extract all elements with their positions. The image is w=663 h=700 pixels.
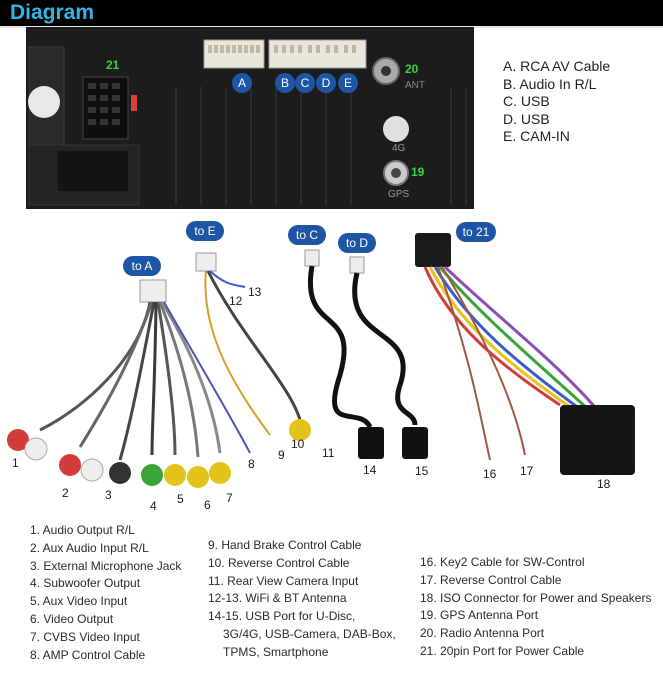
connector-legend-item: A. RCA AV Cable <box>503 58 611 74</box>
rca-plugs <box>7 429 231 488</box>
badge-connector-a: A <box>232 73 252 93</box>
legend-item: 18. ISO Connector for Power and Speakers <box>420 590 652 605</box>
ant-label: ANT <box>405 80 425 91</box>
legend-item: 10. Reverse Control Cable <box>208 555 350 570</box>
legend-item: 20. Radio Antenna Port <box>420 626 545 641</box>
cable-number-17: 17 <box>520 464 534 478</box>
cable-number-7: 7 <box>226 491 233 505</box>
legend-item: 12-13. WiFi & BT Antenna <box>208 591 347 606</box>
connector-legend-item: B. Audio In R/L <box>503 75 597 92</box>
badge-to-a: to A <box>123 256 161 276</box>
badge-connector-e: E <box>338 73 358 93</box>
head-unit-back-panel <box>26 27 474 209</box>
cable-number-9: 9 <box>278 448 285 462</box>
port-number-20: 20 <box>405 62 419 76</box>
legend-item: 17. Reverse Control Cable <box>420 572 562 587</box>
cable-number-13: 13 <box>248 285 262 299</box>
cable-number-6: 6 <box>204 498 211 512</box>
badge-to-21: to 21 <box>456 222 496 242</box>
legend-item: 9. Hand Brake Control Cable <box>208 538 362 552</box>
badge-to-c: to C <box>288 225 326 245</box>
legend-item: 5. Aux Video Input <box>30 594 128 609</box>
4g-label: 4G <box>392 143 406 154</box>
badge-connector-b: B <box>275 73 295 93</box>
legend-item: 19. GPS Antenna Port <box>420 608 539 623</box>
badge-to-d: to D <box>338 233 376 253</box>
legend-item: 6. Video Output <box>30 611 114 626</box>
cable-number-3: 3 <box>105 488 112 502</box>
cable-number-16: 16 <box>483 467 497 481</box>
badge-connector-c: C <box>295 73 315 93</box>
cable-number-8: 8 <box>248 457 255 471</box>
cable-number-2: 2 <box>62 486 69 500</box>
badge-connector-d: D <box>316 73 336 93</box>
connector-legend-item: C. USB <box>503 93 550 109</box>
legend-item: 21. 20pin Port for Power Cable <box>420 643 585 658</box>
legend-item: 2. Aux Audio Input R/L <box>30 540 149 555</box>
cable-legend-col-3: 16. Key2 Cable for SW-Control 17. Revers… <box>420 554 651 661</box>
cable-number-11: 11 <box>322 446 335 460</box>
cable-number-10: 10 <box>291 437 305 451</box>
legend-item: 14-15. USB Port for U-Disc, <box>208 609 356 624</box>
port-number-19: 19 <box>411 165 425 179</box>
legend-item: 3. External Microphone Jack <box>30 558 182 573</box>
head-unit-illustration <box>26 27 474 209</box>
legend-item: 16. Key2 Cable for SW-Control <box>420 555 585 569</box>
legend-item: 4. Subwoofer Output <box>30 576 141 591</box>
cable-number-1: 1 <box>12 456 19 470</box>
cable-number-5: 5 <box>177 492 184 506</box>
gps-label: GPS <box>388 189 410 200</box>
legend-item: 1. Audio Output R/L <box>30 523 135 537</box>
legend-item: TPMS, Smartphone <box>223 644 329 659</box>
legend-item: 8. AMP Control Cable <box>30 647 146 662</box>
port-number-21: 21 <box>106 58 120 72</box>
cable-number-12: 12 <box>229 294 243 308</box>
badge-to-e: to E <box>186 221 224 241</box>
cable-number-18: 18 <box>597 477 611 491</box>
connector-legend-item: D. USB <box>503 110 550 127</box>
cable-number-14: 14 <box>363 463 377 477</box>
legend-item: 7. CVBS Video Input <box>30 629 140 644</box>
cable-legend-col-2: 9. Hand Brake Control Cable 10. Reverse … <box>208 537 396 662</box>
cable-number-15: 15 <box>415 464 429 478</box>
cable-number-4: 4 <box>150 499 157 513</box>
legend-item: 3G/4G, USB-Camera, DAB-Box, <box>223 626 396 641</box>
connector-legend: A. RCA AV Cable B. Audio In R/L C. USB D… <box>503 58 610 146</box>
legend-item: 11. Rear View Camera Input <box>208 573 359 588</box>
page-title: Diagram <box>10 1 95 24</box>
cable-legend-col-1: 1. Audio Output R/L 2. Aux Audio Input R… <box>30 522 181 664</box>
connector-legend-item: E. CAM-IN <box>503 128 570 144</box>
header-bar: Diagram <box>0 0 663 26</box>
cables-illustration <box>7 233 635 488</box>
